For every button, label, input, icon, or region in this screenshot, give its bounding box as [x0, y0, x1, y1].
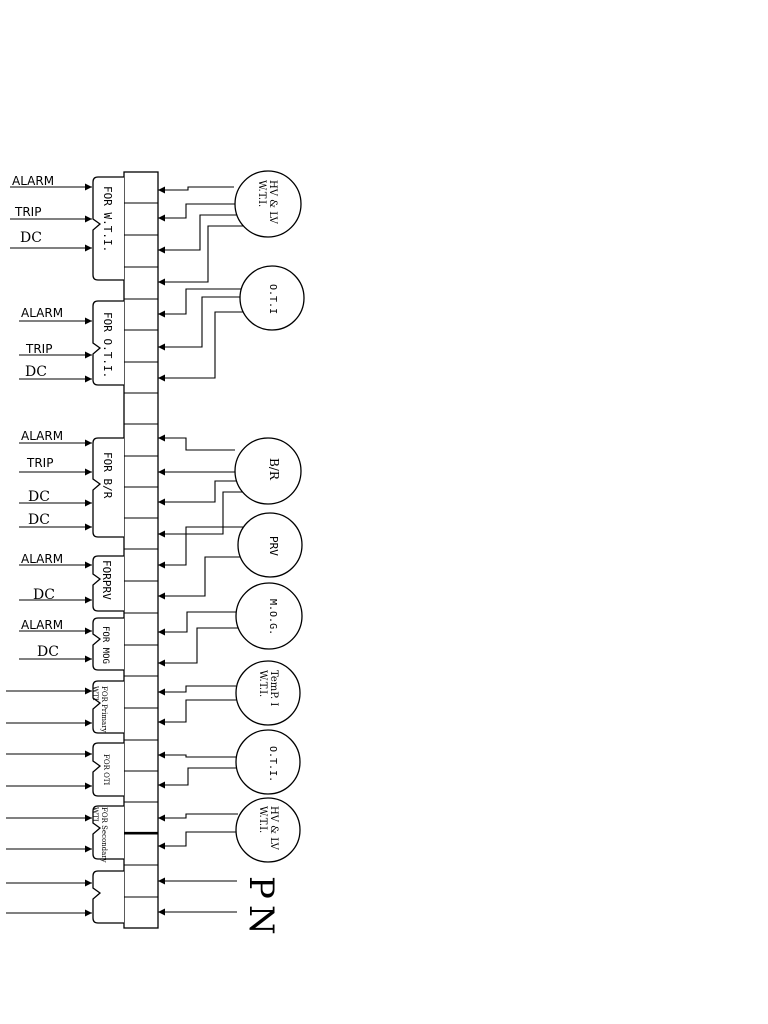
device-wire [158, 203, 236, 222]
device-wire [158, 434, 235, 451]
terminal-group-box [92, 680, 124, 734]
device-label: O.T.I [267, 284, 278, 314]
device-label: PRV [267, 536, 280, 556]
group-label: WTI [91, 686, 99, 701]
device-label: TemP. I [268, 670, 279, 706]
input-label: ALARM [21, 552, 63, 566]
labels-layer: FOR W.T.I. FOR O.T.I. FOR B/R FORPRV FOR MOG… [12, 174, 281, 935]
input-label: TRIP [14, 205, 41, 219]
input-label: DC [37, 644, 59, 660]
device-wire [158, 288, 241, 318]
device-label: M.O.G. [267, 599, 278, 635]
device-label: O.T.I. [267, 746, 278, 782]
device-label: W.T.I. [257, 670, 268, 697]
device-wire [158, 611, 238, 636]
device-circle [234, 170, 302, 238]
input-label: DC [28, 512, 50, 528]
group-label: FOR OTI [102, 754, 110, 785]
terminal-group-box [92, 617, 124, 671]
device-circle [235, 729, 301, 795]
device-wire [158, 491, 243, 538]
input-label: DC [28, 489, 50, 505]
device-wire [158, 296, 240, 351]
device-wire [158, 311, 244, 382]
device-label: HV & LV [267, 180, 278, 225]
group-label: FOR W.T.I. [101, 186, 114, 252]
input-label: DC [33, 587, 55, 603]
device-wire [158, 751, 237, 759]
device-circle [235, 660, 301, 726]
device-wire [158, 556, 240, 600]
device-wire [158, 627, 240, 667]
device-label: W.T.I. [257, 806, 268, 833]
group-label: FOR Secondary [100, 807, 108, 863]
terminal-strip [123, 171, 159, 929]
device-wire [158, 685, 236, 696]
input-label: DC [20, 230, 42, 246]
device-wire [158, 526, 245, 569]
terminal-group-box [92, 300, 124, 386]
device-wire [158, 480, 240, 506]
device-wire [158, 831, 238, 850]
wires-layer [6, 183, 245, 917]
terminal-group-box [92, 742, 124, 797]
supply-label-n: N [241, 905, 281, 935]
device-wire [158, 813, 238, 822]
input-label: ALARM [21, 429, 63, 443]
frames-layer [92, 170, 305, 929]
device-circle [234, 437, 302, 505]
input-label: ALARM [12, 174, 54, 188]
group-label: FOR O.T.I. [101, 312, 114, 378]
group-label: FOR B/R [101, 452, 114, 499]
device-wire [158, 186, 234, 194]
group-label: FOR MOG [100, 626, 110, 664]
device-circle [239, 265, 305, 331]
group-label: FORPRV [100, 560, 113, 600]
terminal-group-box [92, 555, 124, 612]
input-label: ALARM [21, 306, 63, 320]
input-label: TRIP [25, 342, 52, 356]
device-label: B/R [267, 458, 281, 481]
terminal-group-box [92, 176, 124, 281]
terminal-group-box [92, 437, 124, 538]
device-circle [235, 582, 303, 650]
group-label: FOR Primary [100, 686, 108, 733]
supply-label-p: P [241, 876, 281, 899]
terminal-group-box [92, 870, 124, 924]
device-label: HV & LV [268, 806, 279, 851]
device-wire [158, 214, 240, 254]
device-label: W.T.I. [256, 180, 267, 207]
input-label: DC [25, 364, 47, 380]
group-label: WTI [91, 807, 99, 822]
device-wire [158, 225, 245, 286]
device-wire [158, 699, 237, 726]
device-circle [235, 797, 301, 863]
device-wire [158, 767, 237, 789]
input-label: TRIP [26, 456, 53, 470]
input-label: ALARM [21, 618, 63, 632]
device-circle [237, 512, 303, 578]
terminal-group-box [92, 805, 124, 860]
